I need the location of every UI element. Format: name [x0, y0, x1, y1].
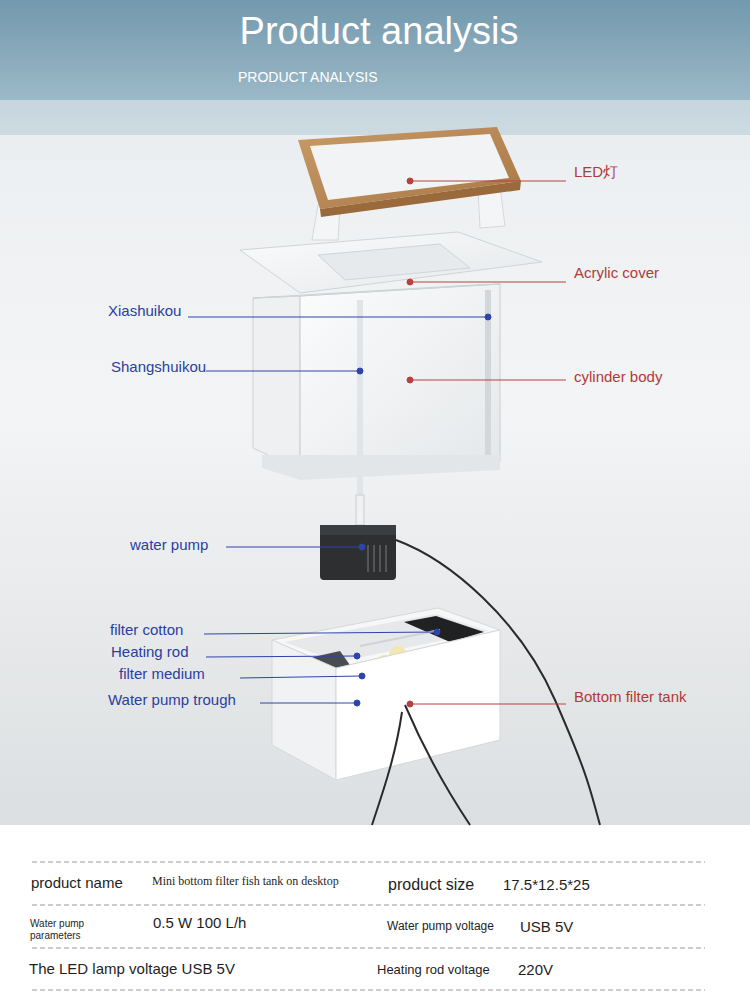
art-line [367, 545, 369, 572]
art-line [385, 545, 387, 572]
art-circle [407, 377, 413, 383]
art-path [372, 712, 402, 825]
art-line [206, 371, 360, 372]
art-g [368, 545, 386, 572]
art-circle [359, 544, 365, 550]
part-label: filter medium [119, 665, 205, 682]
art-rect [320, 525, 396, 580]
tank-body [253, 284, 500, 520]
art-line [260, 703, 357, 704]
part-label: Water pump trough [108, 691, 236, 708]
page-title: Product analysis [4, 10, 750, 54]
art-line [410, 181, 566, 182]
art-rect [356, 495, 364, 525]
part-label: Xiashuikou [108, 302, 181, 319]
table-ground [0, 825, 750, 1000]
art-line [32, 948, 705, 949]
art-polygon [318, 244, 470, 280]
art-polygon [253, 296, 300, 470]
subtitle: PRODUCT ANALYSIS [238, 69, 378, 85]
art-polygon [320, 181, 521, 217]
page-ground [0, 0, 750, 825]
art-path [405, 705, 470, 825]
leader-lines-red [407, 178, 566, 707]
table-cell: The LED lamp voltage USB 5V [29, 960, 235, 977]
art-line [32, 905, 705, 906]
part-label: Shangshuikou [111, 358, 206, 375]
table-cell: Water pump parameters [30, 918, 120, 941]
art-circle [407, 279, 413, 285]
art-line [373, 545, 375, 572]
art-polygon [253, 284, 500, 298]
art-line [379, 545, 381, 572]
art-line [485, 290, 491, 460]
art-circle [407, 178, 413, 184]
art-circle [357, 368, 363, 374]
table-cell: USB 5V [520, 918, 573, 935]
part-label: water pump [130, 536, 208, 553]
art-line [204, 632, 437, 634]
art-circle [485, 314, 491, 320]
art-line [410, 704, 566, 705]
part-label: Heating rod [111, 643, 189, 660]
led-lamp [298, 127, 521, 240]
leader-lines-blue [188, 314, 491, 706]
art-line [410, 282, 566, 283]
part-label: LED灯 [574, 163, 618, 180]
table-cell: 220V [518, 961, 553, 978]
art-polygon [336, 630, 500, 780]
art-polygon [300, 284, 500, 470]
art-circle [354, 700, 360, 706]
part-label: filter cotton [110, 621, 183, 638]
table-cell: 0.5 W 100 L/h [153, 914, 246, 931]
art-polygon [272, 640, 336, 780]
art-line [240, 676, 362, 678]
art-line [226, 547, 362, 548]
art-line [188, 317, 488, 318]
art-circle [407, 701, 413, 707]
table-cell: Heating rod voltage [377, 963, 490, 978]
art-rect [320, 525, 396, 535]
bottom-filter-tank [272, 608, 500, 825]
part-label: Bottom filter tank [574, 688, 687, 705]
art-circle [434, 629, 440, 635]
table-cell: product size [388, 876, 474, 894]
art-line [32, 990, 705, 991]
table-cell: product name [31, 874, 123, 891]
art-circle [354, 653, 360, 659]
table-cell: 17.5*12.5*25 [503, 876, 590, 893]
art-line [357, 300, 363, 520]
art-line [410, 380, 566, 381]
art-polygon [262, 455, 500, 480]
art-line [206, 656, 357, 657]
table-cell: Water pump voltage [387, 920, 494, 934]
art-line [32, 862, 705, 863]
art-circle [359, 673, 365, 679]
part-label: cylinder body [574, 368, 662, 385]
table-cell: Mini bottom filter fish tank on desktop [152, 875, 339, 889]
part-label: Acrylic cover [574, 264, 659, 281]
